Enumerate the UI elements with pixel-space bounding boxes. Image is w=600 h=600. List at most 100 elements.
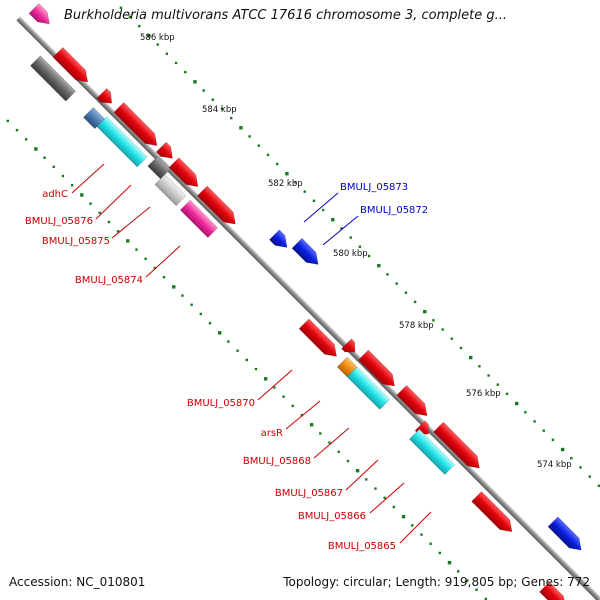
gene-glyph[interactable]	[83, 107, 106, 130]
rail-tick	[248, 135, 251, 138]
gene-glyph[interactable]	[154, 174, 187, 207]
rail-tick	[162, 275, 166, 279]
gene-glyph[interactable]	[547, 516, 586, 555]
rail-tick	[144, 257, 147, 261]
accession-footer: Accession: NC_010801	[9, 575, 145, 589]
gene-glyph[interactable]	[409, 428, 456, 475]
rail-tick	[135, 248, 138, 251]
accession-label: Accession:	[9, 575, 73, 589]
gene-glyph[interactable]	[96, 88, 117, 108]
gene-glyph[interactable]	[168, 157, 203, 192]
rail-tick	[6, 119, 9, 123]
gene-glyph[interactable]	[196, 185, 240, 229]
rail-tick	[61, 174, 65, 178]
gene-glyph[interactable]	[298, 318, 341, 361]
rail-tick	[89, 202, 92, 205]
gene-glyph[interactable]	[358, 349, 400, 391]
rail-tick	[174, 61, 178, 65]
rail-tick	[275, 162, 279, 166]
rail-tick	[218, 331, 222, 335]
rail-tick	[309, 423, 314, 427]
rail-tick	[282, 395, 285, 398]
rail-tick	[266, 153, 270, 157]
topology-value: circular	[343, 575, 388, 589]
gene-glyph[interactable]	[147, 155, 171, 180]
rail-tick	[199, 312, 203, 316]
scale-label: 582 kbp	[268, 179, 303, 189]
genes-label: Genes:	[521, 575, 564, 589]
rail-tick	[119, 6, 123, 9]
scale-label: 574 kbp	[537, 460, 572, 470]
rail-tick	[138, 24, 141, 28]
rail-tick	[395, 282, 398, 285]
label-leader	[322, 215, 359, 246]
rail-tick	[450, 337, 454, 340]
rail-tick	[52, 165, 55, 169]
gene-glyph[interactable]	[155, 141, 177, 163]
rail-tick	[312, 199, 316, 203]
rail-tick	[263, 377, 268, 381]
label-leader	[285, 400, 321, 430]
gene-label[interactable]: BMULJ_05874	[75, 275, 143, 286]
gene-glyph[interactable]	[291, 237, 323, 269]
gene-label[interactable]: BMULJ_05870	[187, 398, 255, 409]
rail-tick	[411, 524, 414, 527]
gene-glyph[interactable]	[539, 581, 571, 600]
rail-tick	[478, 365, 481, 368]
rail-tick	[496, 383, 500, 386]
rail-tick	[432, 319, 435, 322]
gene-label[interactable]: BMULJ_05872	[360, 205, 428, 216]
gene-label[interactable]: BMULJ_05873	[340, 182, 408, 193]
rail-tick	[438, 551, 442, 555]
label-leader	[257, 369, 293, 401]
rail-tick	[193, 80, 197, 84]
rail-tick	[328, 441, 331, 444]
rail-tick	[239, 126, 243, 130]
gene-label[interactable]: BMULJ_05876	[25, 216, 93, 227]
rail-tick	[254, 367, 258, 371]
scale-label: 586 kbp	[140, 33, 175, 43]
gene-label[interactable]: BMULJ_05868	[243, 456, 311, 467]
gene-label[interactable]: BMULJ_05866	[298, 511, 366, 522]
rail-tick	[285, 172, 289, 176]
rail-tick	[429, 542, 432, 545]
gene-glyph[interactable]	[433, 421, 484, 473]
gene-glyph[interactable]	[113, 102, 162, 151]
rail-tick	[514, 401, 519, 406]
gene-glyph[interactable]	[396, 385, 432, 420]
gene-glyph[interactable]	[269, 229, 292, 253]
label-leader	[111, 206, 151, 239]
rail-tick	[165, 52, 169, 55]
rail-tick	[349, 236, 352, 239]
rail-tick	[588, 475, 591, 478]
gene-label[interactable]: BMULJ_05867	[275, 488, 343, 499]
accession-value: NC_010801	[76, 575, 146, 589]
rail-tick	[128, 15, 132, 19]
gene-glyph[interactable]	[179, 199, 219, 238]
gene-label[interactable]: arsR	[261, 428, 283, 439]
rail-tick	[147, 34, 151, 38]
rail-tick	[487, 374, 490, 377]
rail-tick	[230, 116, 233, 120]
gene-glyph[interactable]	[471, 491, 517, 536]
gene-glyph[interactable]	[23, 0, 40, 1]
rail-tick	[505, 392, 509, 396]
rail-tick	[459, 346, 463, 350]
gene-glyph[interactable]	[346, 366, 390, 410]
rail-tick	[80, 193, 84, 197]
gene-label[interactable]: BMULJ_05865	[328, 541, 396, 552]
gene-glyph[interactable]	[341, 338, 360, 357]
gene-glyph[interactable]	[30, 55, 77, 102]
label-leader	[71, 163, 105, 194]
topology-footer: Topology: circular; Length: 919,805 bp; …	[283, 575, 590, 589]
gene-glyph[interactable]	[28, 3, 54, 29]
rail-tick	[484, 597, 487, 600]
gene-glyph[interactable]	[52, 47, 93, 87]
gene-label[interactable]: adhC	[42, 189, 68, 200]
rail-tick	[190, 303, 193, 306]
gene-label[interactable]: BMULJ_05875	[42, 236, 110, 247]
gene-glyph[interactable]	[96, 116, 148, 168]
scale-label: 584 kbp	[202, 105, 237, 115]
